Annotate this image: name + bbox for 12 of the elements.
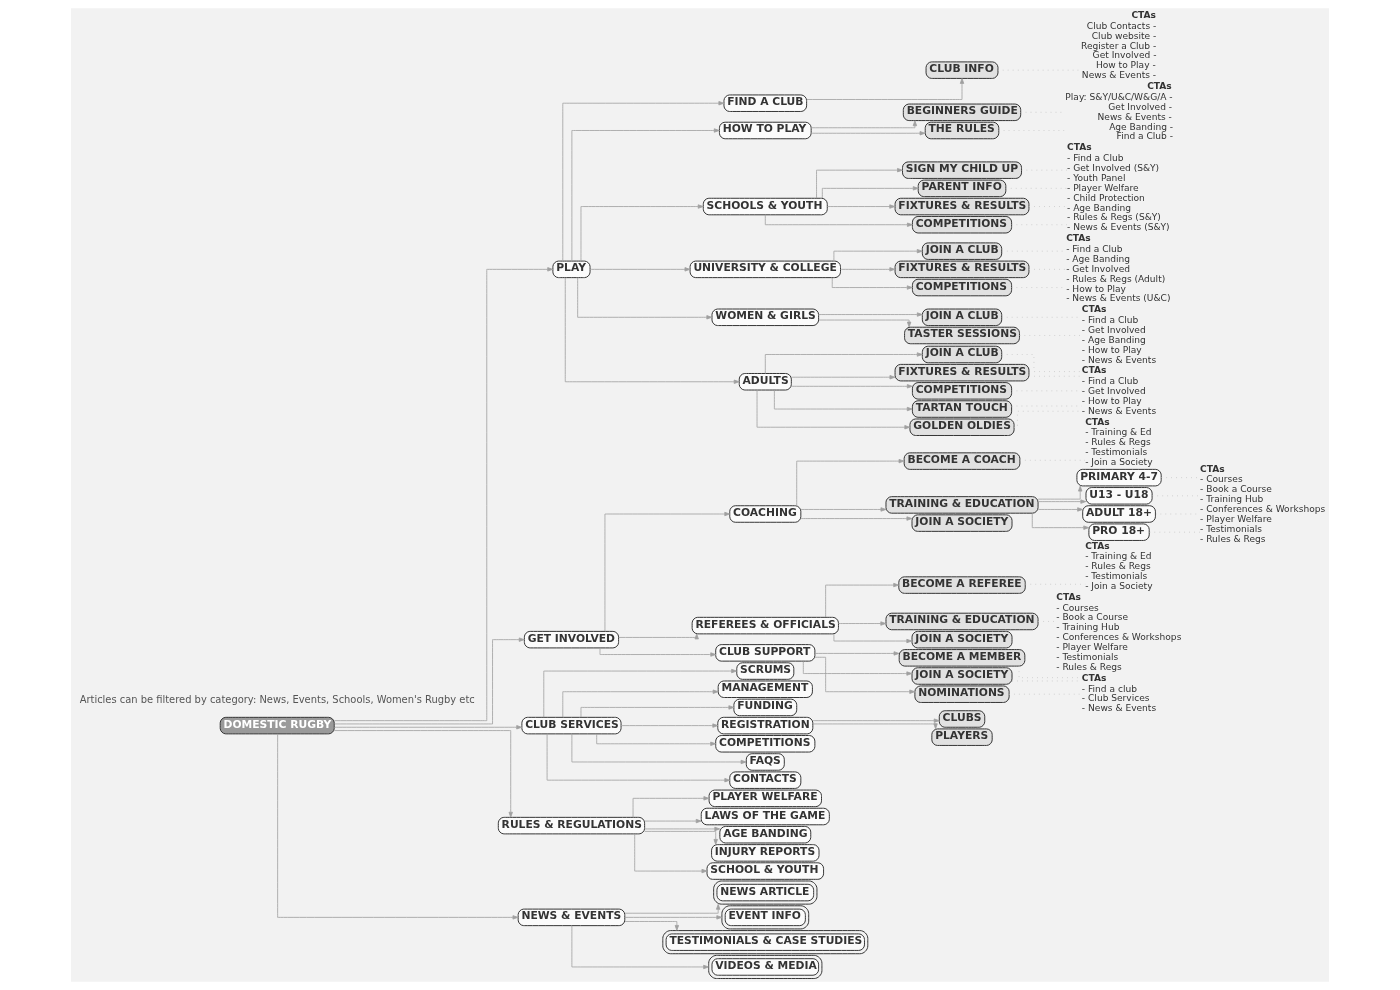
node-text: CTAs - Training & Ed - Rules & Regs - Testimonials - Join a Society: [1085, 416, 1153, 468]
node-text: CTAs - Find a club - Club Services - News & Events: [1081, 672, 1157, 714]
node-text: CTAs Club Contacts - Club website - Register a Club - Get Involved - How to Play - News & Events -: [1081, 9, 1157, 81]
node-text: CTAs - Training & Ed - Rules & Regs - Testimonials - Join a Society: [1085, 540, 1153, 592]
node-text: CTAs Play: S&Y/U&C/W&G/A - Get Involved - News & Events - Age Banding - Find a Club -: [1065, 81, 1174, 142]
node-text: CTAs - Find a Club - Get Involved - How to Play - News & Events: [1081, 365, 1157, 416]
node-text: CTAs - Find a Club - Age Banding - Get Involved - Rules & Regs (Adult) - How to Play - News & Events (U&C): [1066, 233, 1171, 304]
node-text: CTAs - Courses - Book a Course - Training Hub - Conferences & Workshops - Player Welfare - Testimonials - Rules & Regs: [1056, 591, 1182, 673]
node-text: CTAs - Find a Club - Get Involved - Age Banding - How to Play - News & Events: [1081, 304, 1157, 365]
node-text: CTAs - Find a Club - Get Involved (S&Y) - Youth Panel - Player Welfare - Child Protection - Age Banding - Rules & Regs (S&Y) - News & Events (S&Y): [1066, 142, 1170, 233]
node-text: CTAs - Courses - Book a Course - Training Hub - Conferences & Workshops - Player Welfare - Testimonials - Rules & Regs: [1200, 463, 1326, 544]
label: Articles can be filtered by category: News, Events, Schools, Women's Rugby etc: [79, 694, 475, 706]
